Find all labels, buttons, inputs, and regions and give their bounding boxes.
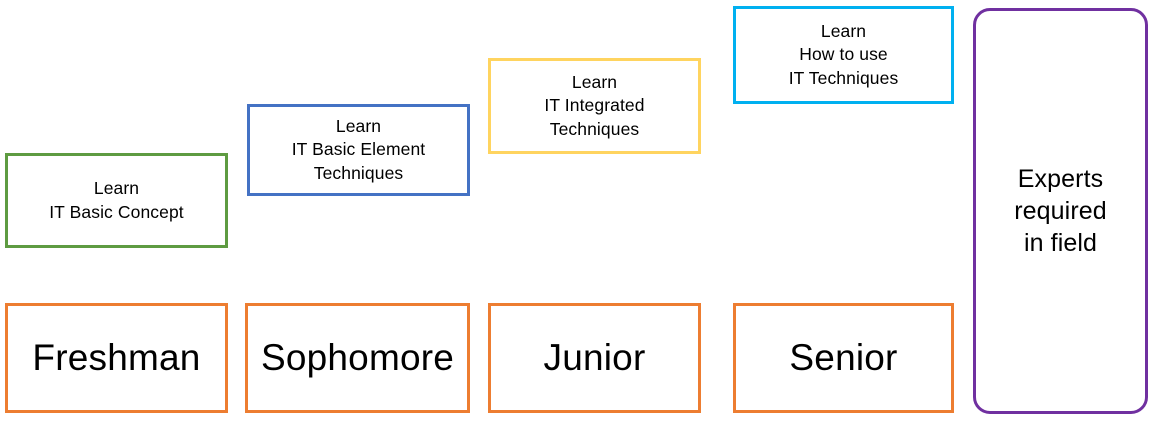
stage-label-sophomore: Learn IT Basic Element Techniques (291, 115, 426, 183)
year-label-junior: Junior (543, 336, 646, 378)
stage-box-sophomore[interactable]: Learn IT Basic Element Techniques (247, 104, 470, 196)
stage-label-freshman: Learn IT Basic Concept (49, 178, 184, 222)
stage-box-senior[interactable]: Learn How to use IT Techniques (733, 6, 954, 104)
year-box-sophomore[interactable]: Sophomore (245, 303, 470, 413)
stage-label-junior: Learn IT Integrated Techniques (544, 71, 645, 139)
year-label-sophomore: Sophomore (260, 336, 455, 378)
outcome-box-experts[interactable]: Experts required in field (973, 8, 1148, 414)
outcome-label-experts: Experts required in field (1014, 165, 1107, 257)
stage-label-senior: Learn How to use IT Techniques (788, 20, 899, 88)
year-label-freshman: Freshman (32, 336, 201, 378)
stage-box-junior[interactable]: Learn IT Integrated Techniques (488, 58, 701, 154)
year-box-junior[interactable]: Junior (488, 303, 701, 413)
year-box-freshman[interactable]: Freshman (5, 303, 228, 413)
year-box-senior[interactable]: Senior (733, 303, 954, 413)
year-label-senior: Senior (789, 336, 898, 378)
stage-box-freshman[interactable]: Learn IT Basic Concept (5, 153, 228, 248)
